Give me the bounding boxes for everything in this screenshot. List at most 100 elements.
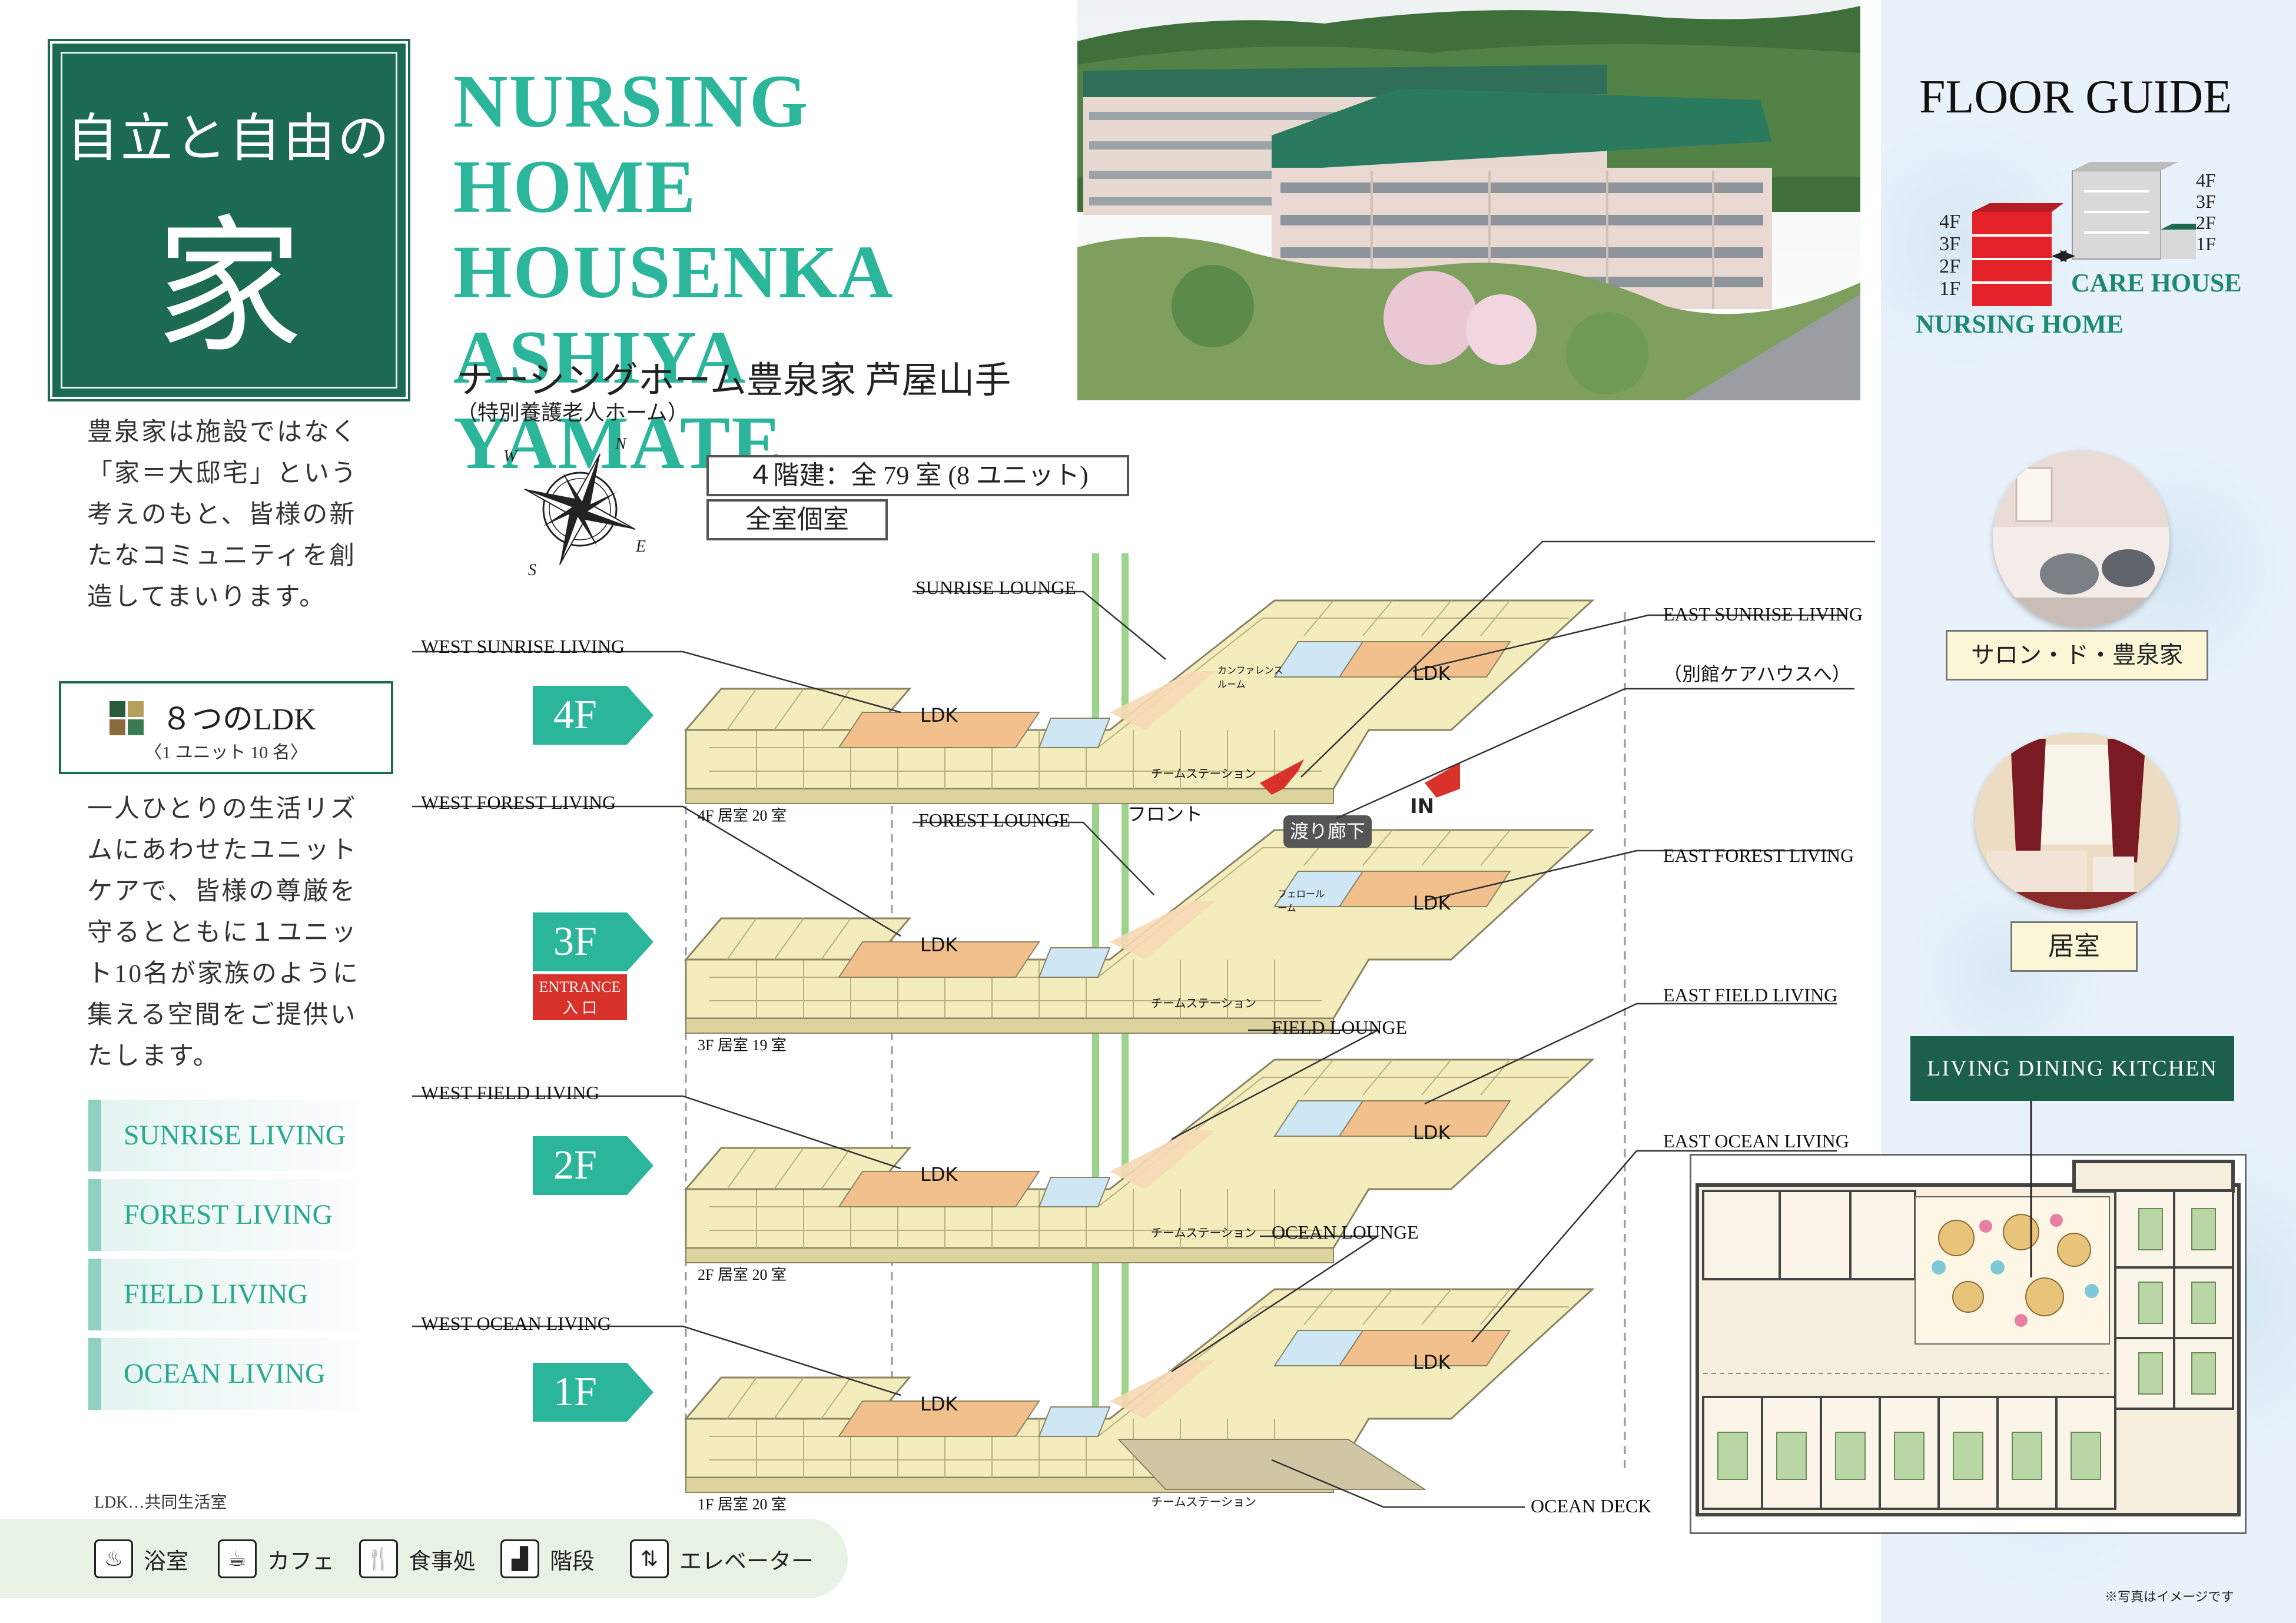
legend-bath-label: 浴室 xyxy=(144,1548,189,1574)
care-floor-1f: 1F xyxy=(2196,233,2216,254)
nursing-home-label: NURSING HOME xyxy=(1916,310,2124,338)
west-sunrise-living-label: WEST SUNRISE LIVING xyxy=(421,636,625,657)
nursing-floor-1f: 1F xyxy=(1939,278,1960,300)
care-house-label: CARE HOUSE xyxy=(2071,268,2242,297)
elevator-icon: ⇅ xyxy=(630,1539,669,1578)
floors-info: ４階建：全 79 室 (8 ユニット) xyxy=(706,455,1129,496)
living-item-ocean: OCEAN LIVING xyxy=(88,1338,383,1410)
ldk-2f-west: LDK xyxy=(920,1163,958,1186)
floor-tag-3f: 3F xyxy=(533,912,653,971)
title-box: 自立と自由の 家 xyxy=(50,41,408,399)
headline-line2: HOUSENKA xyxy=(453,230,894,314)
entrance-badge: ENTRANCE 入 口 xyxy=(533,974,627,1020)
entrance-en: ENTRANCE xyxy=(539,978,621,995)
stairs-icon: ▟ xyxy=(500,1539,539,1578)
floor-plan-diagram xyxy=(412,540,1875,1508)
conference-room-label: カンファレンスルーム xyxy=(1217,666,1283,690)
care-floor-list: 4F 3F 2F 1F xyxy=(2196,170,2216,254)
east-forest-living-label: EAST FOREST LIVING xyxy=(1663,845,1854,866)
building-photo xyxy=(1077,0,1860,400)
compass: N E S W xyxy=(492,435,668,580)
team-station-3f: チームステーション xyxy=(1151,997,1256,1010)
floor-guide-title: FLOOR GUIDE xyxy=(1919,71,2232,123)
legend-cafe: ☕ カフェ xyxy=(218,1539,335,1578)
team-station-4f: チームステーション xyxy=(1151,768,1256,781)
nursing-floor-2f: 2F xyxy=(1939,255,1960,277)
ldk-description: 一人ひとりの生活リズムにあわせたユニットケアで、皆様の尊厳を守るとともに１ユニッ… xyxy=(87,795,360,1070)
compass-e-label: E xyxy=(636,537,646,556)
compass-n-label: N xyxy=(615,435,626,453)
care-floor-4f: 4F xyxy=(2196,170,2216,191)
entrance-jp: 入 口 xyxy=(562,1000,598,1017)
floor-guide-diagram: 4F 3F 2F 1F 4F 3F 2F 1F CARE HOUSE NURSI… xyxy=(1913,159,2243,353)
compass-w-label: W xyxy=(503,447,517,466)
legend-elevator: ⇅ エレベーター xyxy=(630,1539,814,1578)
ldk-1f-west: LDK xyxy=(920,1393,958,1415)
floor-tag-2f-label: 2F xyxy=(553,1143,597,1188)
floor-tag-2f: 2F xyxy=(533,1136,653,1195)
sunrise-lounge-label: SUNRISE LOUNGE xyxy=(915,577,1076,598)
team-station-1f: チームステーション xyxy=(1151,1496,1256,1509)
in-label: IN xyxy=(1410,795,1435,818)
title-line1: 自立と自由の xyxy=(66,111,391,168)
floor-tag-1f: 1F xyxy=(533,1363,653,1422)
west-forest-living-label: WEST FOREST LIVING xyxy=(421,792,616,813)
west-field-living-label: WEST FIELD LIVING xyxy=(421,1082,600,1103)
care-floor-2f: 2F xyxy=(2196,212,2216,233)
legend-dining-label: 食事処 xyxy=(409,1548,476,1574)
east-sunrise-living-label: EAST SUNRISE LIVING xyxy=(1663,603,1863,625)
ldk-3f-east: LDK xyxy=(1413,892,1451,914)
ocean-lounge-label: OCEAN LOUNGE xyxy=(1272,1222,1419,1243)
east-field-living-label: EAST FIELD LIVING xyxy=(1663,984,1838,1005)
nursing-floor-list: 4F 3F 2F 1F xyxy=(1913,211,1960,300)
corridor-label: 渡り廊下 xyxy=(1289,821,1365,842)
bath-icon: ♨ xyxy=(94,1539,133,1578)
living-item-sunrise: SUNRISE LIVING xyxy=(88,1100,383,1171)
ldk-box-subtitle: 〈1 ユニット 10 名〉 xyxy=(144,743,308,762)
room-photo xyxy=(1975,733,2178,910)
nursing-floor-4f: 4F xyxy=(1939,211,1960,233)
salon-photo xyxy=(1993,450,2169,627)
west-ocean-living-label: WEST OCEAN LIVING xyxy=(421,1313,611,1334)
legend-cafe-label: カフェ xyxy=(267,1548,335,1574)
headline-line1: NURSING HOME xyxy=(453,59,809,228)
floor-tag-4f-label: 4F xyxy=(553,692,597,738)
ldk-floor-plan xyxy=(1690,1154,2247,1534)
jp-facility-name: ナーシングホーム豊泉家 芦屋山手 xyxy=(456,361,1011,401)
legend: ♨ 浴室 ☕ カフェ 🍴 食事処 ▟ 階段 ⇅ エレベーター xyxy=(0,1519,848,1598)
ldk-1f-east: LDK xyxy=(1413,1351,1451,1373)
annex-note-label: （別館ケアハウスへ） xyxy=(1663,663,1851,685)
ldk-box-title: ８つのLDK xyxy=(161,703,316,736)
ldk-pointer-line xyxy=(2030,1101,2032,1277)
ocean-deck-label: OCEAN DECK xyxy=(1531,1495,1652,1516)
ldk-4f-east: LDK xyxy=(1413,662,1451,685)
photo-note: ※写真はイメージです xyxy=(2105,1589,2234,1604)
intro-text: 豊泉家は施設ではなく「家＝大邸宅」という考えのもと、皆様の新たなコミュニティを創… xyxy=(87,419,358,611)
ldk-2f-east: LDK xyxy=(1413,1121,1451,1144)
ldk-4f-west: LDK xyxy=(920,704,958,726)
care-floor-3f: 3F xyxy=(2196,191,2216,212)
jp-facility-type: （特別養護老人ホーム） xyxy=(456,401,689,424)
living-item-forest: FOREST LIVING xyxy=(88,1179,383,1251)
forest-lounge-label: FOREST LOUNGE xyxy=(918,809,1071,831)
compass-s-label: S xyxy=(528,561,536,579)
ldk-kitchen-title: LIVING DINING KITCHEN xyxy=(1910,1036,2234,1101)
living-item-field: FIELD LIVING xyxy=(88,1259,383,1330)
east-ocean-living-label: EAST OCEAN LIVING xyxy=(1663,1130,1849,1151)
salon-caption: サロン・ド・豊泉家 xyxy=(1946,630,2208,681)
ldk-note: LDK…共同生活室 xyxy=(94,1493,227,1512)
legend-elevator-label: エレベーター xyxy=(679,1548,814,1574)
rooms-2f-label: 2F 居室 20 室 xyxy=(698,1266,787,1283)
nursing-floor-3f: 3F xyxy=(1939,233,1960,255)
floor-tag-1f-label: 1F xyxy=(553,1369,597,1415)
legend-stairs: ▟ 階段 xyxy=(500,1539,595,1578)
ldk-box: ８つのLDK 〈1 ユニット 10 名〉 xyxy=(59,681,393,774)
dining-icon: 🍴 xyxy=(359,1539,398,1578)
field-lounge-label: FIELD LOUNGE xyxy=(1272,1017,1408,1038)
room-caption: 居室 xyxy=(2010,921,2138,972)
legend-stairs-label: 階段 xyxy=(550,1548,595,1574)
legend-bath: ♨ 浴室 xyxy=(94,1539,189,1578)
legend-dining: 🍴 食事処 xyxy=(359,1539,476,1578)
ldk-3f-west: LDK xyxy=(920,934,958,956)
headline: NURSING HOME HOUSENKA ASHIYA YAMATE xyxy=(453,59,1071,486)
